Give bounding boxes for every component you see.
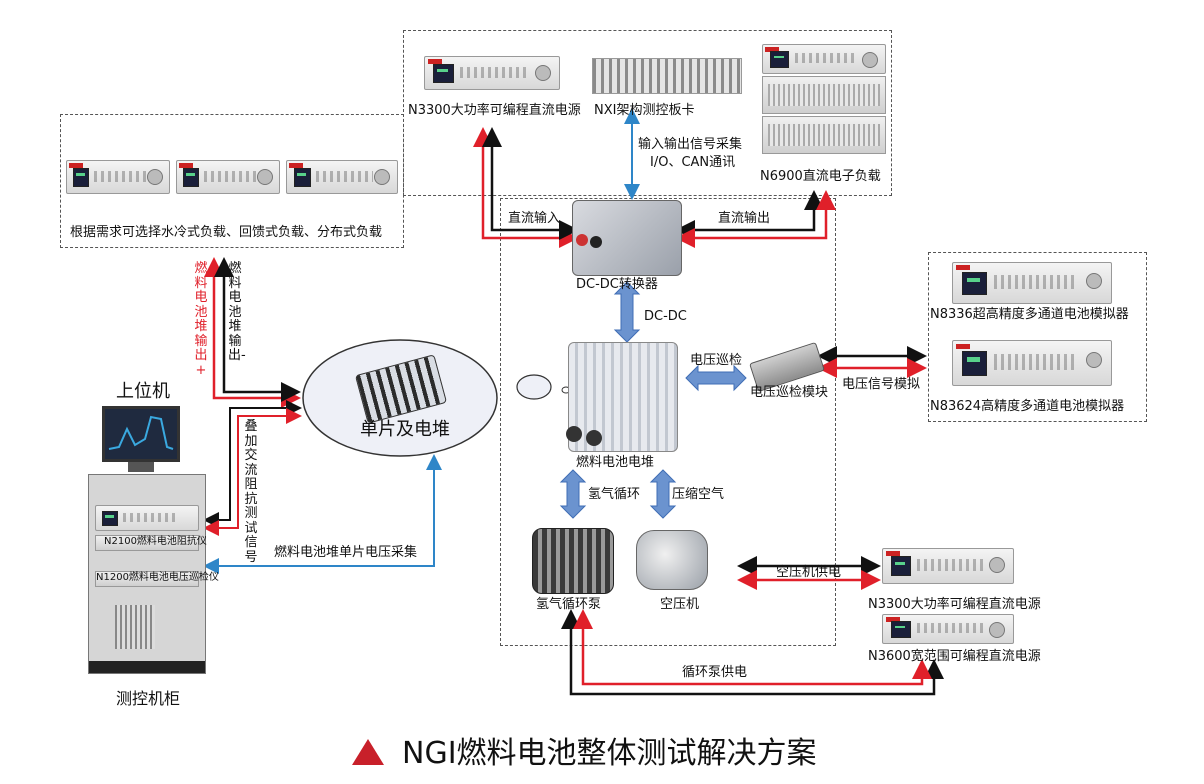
label-cell-voltage: 燃料电池堆单片电压采集	[274, 545, 418, 560]
label-cell-stack: 单片及电堆	[360, 419, 450, 440]
wire-stack-out-black	[214, 257, 301, 402]
air-compressor-device	[636, 530, 708, 590]
cabinet-n2100-panel	[95, 535, 199, 551]
n3300-top-device	[424, 56, 560, 90]
label-nxi: NXI架构测控板卡	[594, 103, 695, 118]
h2-pump-device	[532, 528, 614, 594]
arrow-compressed-air	[649, 469, 677, 519]
label-host: 上位机	[116, 381, 170, 402]
monitor-chart-icon	[108, 415, 174, 450]
load-device-2	[176, 160, 280, 194]
label-n2100: N2100燃料电池阻抗仪	[104, 536, 207, 547]
label-io-1: 输入输出信号采集	[638, 137, 743, 152]
stack-terminal-2	[586, 430, 602, 446]
label-voltage-signal-sim: 电压信号模拟	[842, 377, 921, 392]
fuel-cell-stack-device	[568, 342, 678, 452]
label-compressor-power: 空压机供电	[776, 565, 842, 580]
label-dc-out: 直流输出	[718, 211, 771, 226]
page-title: NGI燃料电池整体测试解决方案	[352, 728, 817, 772]
label-pump-power: 循环泵供电	[682, 665, 748, 680]
wire-stack-out-red	[204, 257, 301, 408]
label-n3300-top: N3300大功率可编程直流电源	[408, 103, 581, 118]
cabinet-n1200-panel	[95, 571, 199, 587]
dcdc-terminal-red	[576, 234, 588, 246]
dcdc-terminal-black	[590, 236, 602, 248]
page-title-text: NGI燃料电池整体测试解决方案	[402, 736, 817, 771]
label-h2-pump: 氢气循环泵	[536, 597, 602, 612]
label-air-compressor: 空压机	[660, 597, 700, 612]
group-load-options	[60, 114, 404, 248]
cabinet-base	[89, 661, 205, 673]
label-n3300-bottom: N3300大功率可编程直流电源	[868, 597, 1041, 612]
n3300-bottom-device	[882, 548, 1014, 584]
label-compressed-air: 压缩空气	[672, 487, 725, 502]
label-ac-impedance: 叠加交流阻抗测试信号	[244, 419, 258, 565]
host-monitor-stand	[128, 462, 154, 472]
stack-terminal-1	[566, 426, 582, 442]
arrow-h2-cycle	[559, 469, 587, 519]
label-dcdc-converter: DC-DC转换器	[576, 277, 658, 292]
bubble-large	[516, 374, 552, 400]
cabinet-upper-device	[95, 505, 199, 531]
dcdc-converter-device	[572, 200, 682, 276]
label-fuel-cell-stack: 燃料电池电堆	[576, 455, 655, 470]
label-voltage-patrol-module: 电压巡检模块	[750, 385, 829, 400]
label-h2-cycle: 氢气循环	[588, 487, 641, 502]
label-cabinet: 测控机柜	[116, 689, 181, 708]
label-n83624: N83624高精度多通道电池模拟器	[930, 399, 1125, 414]
label-stack-out-pos: 燃料电池堆输出+	[194, 261, 208, 378]
label-stack-out-neg: 燃料电池堆输出-	[228, 261, 246, 363]
label-n3600: N3600宽范围可编程直流电源	[868, 649, 1041, 664]
n8336-device	[952, 262, 1112, 304]
label-io-2: I/O、CAN通讯	[650, 155, 736, 170]
n6900-device-bottom	[762, 116, 886, 154]
nxi-chassis	[592, 58, 742, 94]
group-battery-simulators	[928, 252, 1147, 422]
cabinet-vent	[115, 605, 155, 649]
group-top-instruments	[403, 30, 892, 196]
load-device-3	[286, 160, 398, 194]
wire-dc-in-black	[482, 127, 579, 240]
arrow-voltage-patrol	[685, 364, 747, 392]
n6900-device-top	[762, 44, 886, 74]
label-dcdc: DC-DC	[644, 309, 687, 324]
n3600-device	[882, 614, 1014, 644]
wire-dc-out-red	[675, 190, 836, 248]
wire-pump-black	[561, 609, 944, 696]
label-n8336: N8336超高精度多通道电池模拟器	[930, 307, 1129, 322]
wire-cell-voltage	[203, 454, 442, 574]
n6900-device-middle	[762, 76, 886, 114]
label-n6900: N6900直流电子负载	[760, 169, 881, 184]
label-load-options: 根据需求可选择水冷式负载、回馈式负载、分布式负载	[70, 225, 383, 240]
label-voltage-patrol: 电压巡检	[690, 353, 743, 368]
triangle-icon	[352, 738, 384, 765]
host-monitor	[102, 406, 180, 462]
label-n1200: N1200燃料电池电压巡检仪	[96, 572, 219, 583]
n83624-device	[952, 340, 1112, 386]
control-cabinet	[88, 474, 206, 674]
label-dc-in: 直流输入	[508, 211, 561, 226]
wire-pump-red	[573, 609, 932, 686]
load-device-1	[66, 160, 170, 194]
